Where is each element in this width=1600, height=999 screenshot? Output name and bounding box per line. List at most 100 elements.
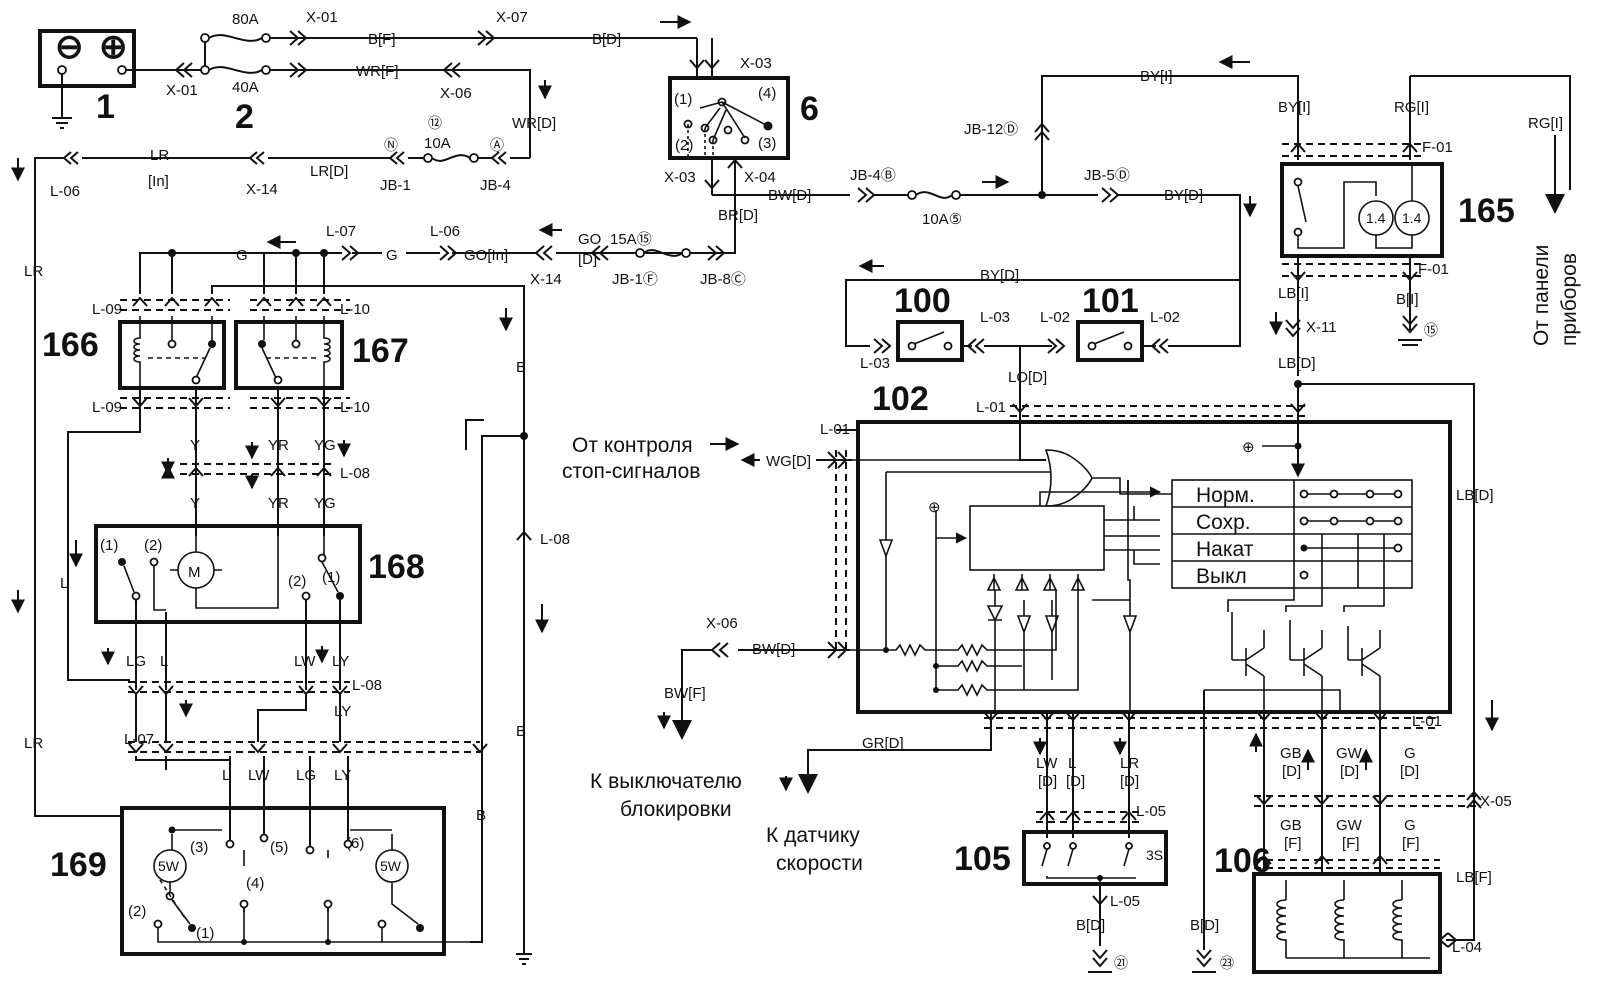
wire-gb-d: [D] <box>1282 763 1301 780</box>
conn-l03b: L-03 <box>980 309 1010 326</box>
conn-l07b: L-07 <box>124 731 154 748</box>
wire-ly2: LY <box>334 703 351 720</box>
wire-ly1: LY <box>332 653 349 670</box>
wire-l4-d: [D] <box>1066 773 1085 790</box>
pin169-1: (1) <box>196 925 214 942</box>
relay-167: 167 <box>234 316 409 390</box>
pin169-4: (4) <box>246 875 264 892</box>
label-106: 106 <box>1214 842 1271 880</box>
switch-panel-169: 5W 5W (3) (4) (5) (6) (2) (1) 169 <box>50 806 470 956</box>
wire-bwd2: BW[D] <box>752 641 795 658</box>
fuse-10a-bw: 10A⑤ <box>922 211 962 228</box>
wire-g4-f: [F] <box>1402 835 1420 852</box>
wire-lod: LO[D] <box>1008 369 1047 386</box>
lamp-169b: 5W <box>380 858 402 874</box>
label-2: 2 <box>235 98 254 136</box>
conn-l05b: L-05 <box>1110 893 1140 910</box>
fuse-num-12: ⑫ <box>428 115 442 131</box>
pin168-1a: (1) <box>100 537 118 554</box>
pin-105-3s: 3S <box>1146 847 1163 863</box>
wire-lr-in: [In] <box>148 173 169 190</box>
pin169-6: (6) <box>346 835 364 852</box>
label-102: 102 <box>872 380 929 418</box>
wire-go: GO <box>578 231 601 248</box>
wire-yg2: YG <box>314 495 336 512</box>
wire-yr2: YR <box>268 495 289 512</box>
wire-bwf: BW[F] <box>664 685 706 702</box>
conn-jb4b: JB-4Ⓑ <box>850 167 896 184</box>
wire-lr-left: LR <box>24 263 43 280</box>
wire-gw: GW <box>1336 745 1363 762</box>
conn-l09b: L-09 <box>92 399 122 416</box>
conn-l01b: L-01 <box>820 421 850 438</box>
conn-jb8: JB-8Ⓒ <box>700 271 746 288</box>
conn-l05a: L-05 <box>1136 803 1166 820</box>
conn-jb12: JB-12Ⓓ <box>964 121 1018 138</box>
wire-ly2b: LY <box>334 767 351 784</box>
wire-y1: Y <box>190 437 200 454</box>
label-166: 166 <box>42 326 99 364</box>
switch-105: 3S 105 <box>954 830 1168 886</box>
wire-byd2: BY[D] <box>980 267 1019 284</box>
wire-bwd: BW[D] <box>768 187 811 204</box>
label-6: 6 <box>800 90 819 128</box>
switch-101: 101 <box>1076 282 1144 362</box>
label-105: 105 <box>954 840 1011 878</box>
wire-g3: G <box>1404 745 1416 762</box>
wire-lr4-d: [D] <box>1120 773 1139 790</box>
conn-x11: X-11 <box>1306 319 1337 336</box>
wire-lbd2: LB[D] <box>1456 487 1494 504</box>
wire-rgi: RG[I] <box>1394 99 1429 116</box>
conn-jb5: JB-5Ⓓ <box>1084 167 1130 184</box>
wire-bd: B[D] <box>592 31 621 48</box>
wire-b2: B <box>516 723 526 740</box>
wire-g3-d: [D] <box>1400 763 1419 780</box>
wire-lr4: LR <box>1120 755 1139 772</box>
lamp-165b: 1.4 <box>1402 210 1422 226</box>
wire-goin: GO[In] <box>464 247 508 264</box>
conn-x14b: X-14 <box>530 271 562 288</box>
wire-yr1: YR <box>268 437 289 454</box>
wire-g1: G <box>236 247 248 264</box>
label-165: 165 <box>1458 192 1515 230</box>
battery-minus: ⊖ <box>55 28 84 66</box>
conn-x06b: X-06 <box>706 615 738 632</box>
wire-wgd: WG[D] <box>766 453 811 470</box>
wire-brd: BR[D] <box>718 207 758 224</box>
conn-l08a: L-08 <box>540 531 570 548</box>
battery-plus: ⊕ <box>99 28 128 66</box>
wire-lbd: LB[D] <box>1278 355 1316 372</box>
conn-l06b: L-06 <box>430 223 460 240</box>
wire-gb2: GB <box>1280 817 1302 834</box>
wire-lw2: LW <box>248 767 270 784</box>
conn-l02a: L-02 <box>1040 309 1070 326</box>
conn-jb1: JB-1 <box>380 177 411 194</box>
wire-byi2: BY[I] <box>1278 99 1311 116</box>
conn-l06a: L-06 <box>50 183 80 200</box>
wire-byi: BY[I] <box>1140 68 1173 85</box>
wire-rgi2: RG[I] <box>1528 115 1563 132</box>
conn-x06a: X-06 <box>440 85 472 102</box>
conn-l02b: L-02 <box>1150 309 1180 326</box>
conn-f01b: F-01 <box>1418 261 1449 278</box>
pin6-4: (4) <box>758 85 776 102</box>
pin169-3: (3) <box>190 839 208 856</box>
component-165: 1.4 1.4 165 <box>1280 162 1515 258</box>
motor-m: M <box>188 564 201 581</box>
conn-l09a: L-09 <box>92 301 122 318</box>
conn-l10a: L-10 <box>340 301 370 318</box>
label-101: 101 <box>1082 282 1139 320</box>
conn-x01b: X-01 <box>306 9 338 26</box>
mode-2: Накат <box>1196 538 1254 561</box>
conn-l01a: L-01 <box>976 399 1006 416</box>
conn-f01a: F-01 <box>1422 139 1453 156</box>
conn-x05: X-05 <box>1480 793 1512 810</box>
wire-gw-d: [D] <box>1340 763 1359 780</box>
note-stop-2: стоп-сигналов <box>562 460 700 483</box>
conn-nn: Ⓝ <box>384 137 398 153</box>
wire-gb: GB <box>1280 745 1302 762</box>
conn-jb1f: JB-1Ⓕ <box>612 271 658 288</box>
fuse-block-2: 80A 40A 2 <box>200 11 271 136</box>
wire-l3: L <box>222 767 230 784</box>
battery: ⊖ ⊕ 1 <box>38 28 136 129</box>
